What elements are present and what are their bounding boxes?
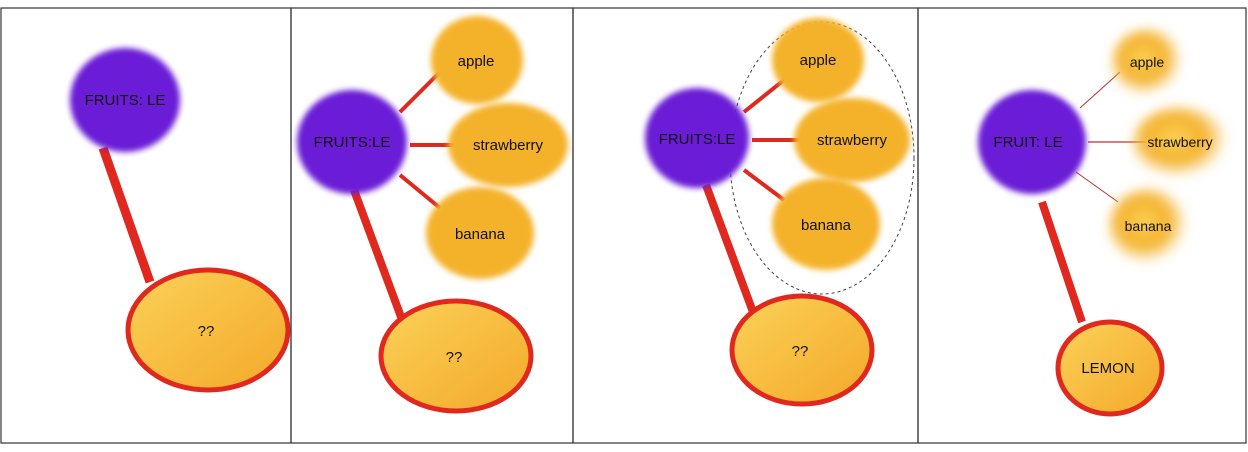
panel-2-example-apple (431, 16, 523, 104)
panel-4-example-apple (1111, 28, 1183, 96)
panel-4-example-strawberry-label: strawberry (1147, 134, 1212, 150)
panel-2-target-label: ?? (446, 349, 463, 366)
panel-4-example-apple-label: apple (1130, 54, 1164, 70)
panel-1-link (98, 146, 155, 284)
panel-2-category-node (297, 90, 407, 194)
panel-4-category-node (978, 90, 1086, 194)
panel-3-example-strawberry (794, 98, 910, 182)
panel-4: FRUIT: LE apple strawberry banana LEMON (978, 28, 1228, 417)
panel-2-category-label: FRUITS:LE (314, 134, 391, 151)
panel-3-category-node (645, 88, 749, 188)
panel-3: FRUITS:LE apple strawberry banana ?? (645, 18, 915, 407)
panel-3-link-target (702, 183, 757, 314)
panel-3-example-apple (772, 18, 864, 102)
panel-3-example-banana-label: banana (801, 217, 852, 234)
panel-4-link-apple (1079, 71, 1121, 109)
panel-2-example-banana-label: banana (455, 226, 506, 243)
panel-2-link-apple (398, 70, 442, 114)
panel-1-target-label: ?? (198, 323, 215, 340)
panel-4-link-target (1038, 200, 1086, 324)
panel-1-target-node (125, 267, 291, 393)
panel-4-category-label: FRUIT: LE (993, 134, 1062, 151)
panel-3-target-node (729, 293, 875, 407)
panel-2: FRUITS:LE apple strawberry banana ?? (297, 16, 568, 414)
panel-4-frame (917, 7, 1247, 444)
panel-3-target-label: ?? (792, 343, 809, 360)
panel-2-link-banana (398, 173, 442, 210)
panel-4-link-banana (1075, 171, 1119, 203)
panel-1: FRUITS: LE ?? (70, 48, 291, 393)
panel-2-example-apple-label: apple (458, 53, 495, 70)
panel-2-link-target (350, 188, 408, 327)
panel-3-link-apple (742, 78, 786, 114)
panel-1-category-node (70, 48, 180, 152)
panel-4-target-label: LEMON (1081, 360, 1134, 377)
panel-4-target-node (1055, 319, 1165, 417)
panel-4-example-strawberry (1132, 106, 1228, 178)
panel-2-example-banana (426, 187, 534, 279)
panel-4-example-banana-label: banana (1125, 218, 1172, 234)
panel-3-example-apple-label: apple (800, 52, 837, 69)
panel-1-category-label: FRUITS: LE (85, 92, 166, 109)
panel-4-example-banana (1108, 188, 1188, 264)
panel-3-example-strawberry-label: strawberry (817, 132, 888, 149)
panel-2-target-node (378, 298, 534, 414)
panel-3-example-banana (772, 178, 880, 270)
panel-2-example-strawberry (448, 103, 568, 187)
panel-2-example-strawberry-label: strawberry (473, 137, 544, 154)
panel-3-link-banana (742, 168, 786, 202)
panel-3-category-label: FRUITS:LE (659, 131, 736, 148)
